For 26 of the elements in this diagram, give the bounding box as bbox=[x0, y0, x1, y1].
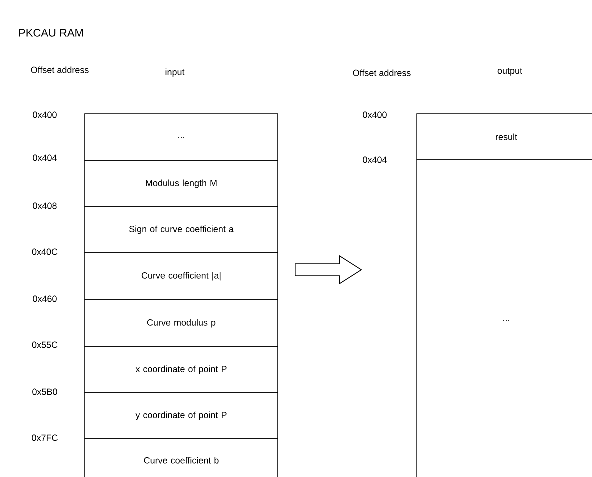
address-label: 0x55C bbox=[32, 342, 58, 348]
memory-cell: result bbox=[416, 114, 592, 160]
address-label: 0x460 bbox=[33, 296, 57, 302]
column-heading: output bbox=[498, 68, 522, 76]
block-arrow bbox=[295, 255, 362, 285]
memory-cell: Curve modulus p bbox=[84, 300, 278, 348]
memory-cell: Modulus length M bbox=[84, 160, 278, 208]
address-label: 0x408 bbox=[33, 202, 57, 210]
column-label: Offset address bbox=[31, 66, 89, 74]
address-label: 0x40C bbox=[32, 248, 58, 256]
address-label: 0x400 bbox=[363, 112, 387, 118]
memory-cell: Sign of curve coefficient a bbox=[84, 206, 278, 254]
column-heading: input bbox=[166, 68, 185, 78]
memory-cell: ... bbox=[84, 114, 278, 162]
memory-cell: ... bbox=[416, 160, 592, 477]
address-label: 0x404 bbox=[363, 156, 387, 164]
column-label: Offset address bbox=[353, 70, 411, 76]
memory-cell: x coordinate of point P bbox=[84, 346, 278, 394]
address-label: 0x5B0 bbox=[32, 388, 58, 396]
memory-cell: Curve coefficient b bbox=[84, 438, 278, 477]
address-label: 0x400 bbox=[33, 112, 57, 118]
title: PKCAU RAM bbox=[19, 29, 83, 37]
memory-cell: y coordinate of point P bbox=[84, 392, 278, 440]
memory-cell: Curve coefficient |a| bbox=[84, 252, 278, 300]
address-label: 0x404 bbox=[33, 154, 57, 162]
address-label: 0x7FC bbox=[32, 434, 58, 442]
